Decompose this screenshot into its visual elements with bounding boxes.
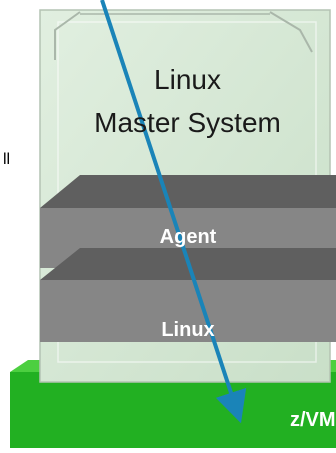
master-title-line2: Master System [94,107,281,138]
container-edge-left [54,11,81,60]
zvm-label: z/VM [290,409,336,431]
agent-slab-top [40,175,336,208]
left-edge-text-fragment: ll [3,151,11,168]
master-title-line1: Linux [154,64,221,95]
container-edge-right [269,11,313,53]
linux-slab-front [40,280,336,342]
zvm-base-front [10,372,336,448]
flow-arrow [100,0,247,424]
agent-label: Agent [159,226,217,248]
linux-layer-label: Linux [161,319,215,341]
